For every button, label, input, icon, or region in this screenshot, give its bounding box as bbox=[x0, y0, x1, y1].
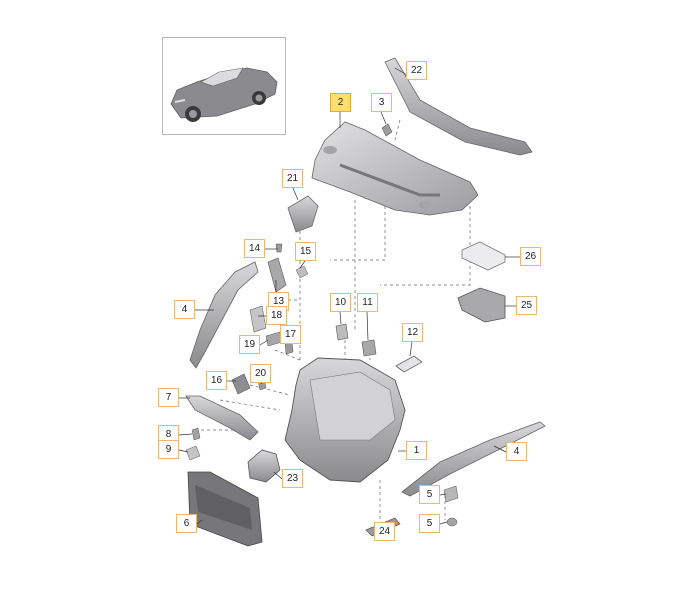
part-3-clip bbox=[381, 123, 393, 137]
callout-12[interactable]: 11 bbox=[357, 293, 378, 312]
part-12-clip bbox=[361, 339, 377, 357]
part-17-bracket bbox=[231, 373, 251, 395]
assembly-dash-lines bbox=[195, 119, 471, 520]
part-22-cover bbox=[287, 195, 319, 233]
callout-19[interactable]: 18 bbox=[266, 306, 287, 325]
part-5-nut bbox=[446, 517, 458, 527]
callout-8[interactable]: 7 bbox=[158, 388, 179, 407]
callout-4-right[interactable]: 4 bbox=[506, 442, 527, 461]
part-19-bracket bbox=[249, 305, 267, 333]
part-16-clip bbox=[295, 265, 309, 279]
part-24-cover bbox=[247, 449, 281, 483]
callout-27[interactable]: 26 bbox=[520, 247, 541, 266]
callout-13[interactable]: 12 bbox=[402, 323, 423, 342]
part-6-clip bbox=[443, 485, 459, 503]
callout-7[interactable]: 6 bbox=[176, 514, 197, 533]
part-9-fastener bbox=[191, 427, 201, 441]
part-10-clip bbox=[185, 445, 201, 461]
callout-25[interactable]: 24 bbox=[374, 522, 395, 541]
car-thumbnail bbox=[162, 37, 286, 135]
callout-23[interactable]: 22 bbox=[406, 61, 427, 80]
part-13-frame bbox=[395, 355, 423, 373]
callout-4-left[interactable]: 4 bbox=[174, 300, 195, 319]
part-4-left-trim bbox=[189, 261, 259, 369]
callout-16[interactable]: 15 bbox=[295, 242, 316, 261]
car-icon bbox=[170, 67, 278, 122]
callout-1[interactable]: 1 bbox=[406, 441, 427, 460]
callout-17[interactable]: 16 bbox=[206, 371, 227, 390]
callout-10[interactable]: 9 bbox=[158, 440, 179, 459]
callout-5[interactable]: 5 bbox=[419, 514, 440, 533]
part-11-clip bbox=[335, 323, 349, 341]
callout-20[interactable]: 19 bbox=[239, 335, 260, 354]
callout-18[interactable]: 17 bbox=[280, 325, 301, 344]
part-15-screw bbox=[275, 243, 283, 253]
part-8-cross-trim bbox=[185, 395, 259, 441]
callout-26[interactable]: 25 bbox=[516, 296, 537, 315]
callout-3[interactable]: 3 bbox=[371, 93, 392, 112]
part-2-partition-panel bbox=[311, 121, 479, 216]
leader-lines bbox=[178, 67, 520, 530]
callout-2[interactable]: 2 bbox=[330, 93, 351, 112]
part-27-module bbox=[461, 241, 506, 271]
part-26-bracket bbox=[457, 287, 506, 323]
callout-21[interactable]: 20 bbox=[250, 364, 271, 383]
callout-15[interactable]: 14 bbox=[244, 239, 265, 258]
callout-24[interactable]: 23 bbox=[282, 469, 303, 488]
part-14-bracket bbox=[267, 257, 287, 293]
callout-6[interactable]: 5 bbox=[419, 485, 440, 504]
callout-22[interactable]: 21 bbox=[282, 169, 303, 188]
callout-11[interactable]: 10 bbox=[330, 293, 351, 312]
